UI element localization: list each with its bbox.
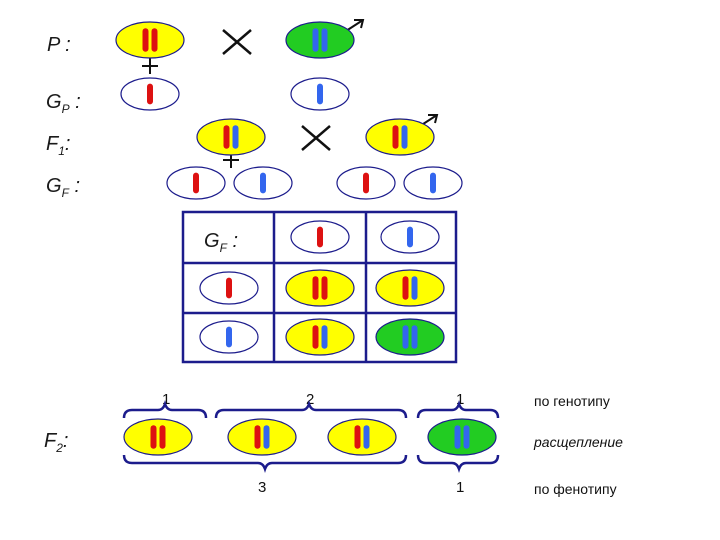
red-chromosome <box>317 226 323 248</box>
cross-x-icon <box>222 29 252 55</box>
red-chromosome <box>321 276 328 300</box>
gamete-f1-male-1 <box>336 166 396 200</box>
gamete-f1-male-2 <box>403 166 463 200</box>
blue-chromosome <box>232 125 239 149</box>
cell-membrane <box>327 418 397 456</box>
phenotype-ratio-2: 1 <box>456 479 465 496</box>
red-chromosome <box>226 277 232 299</box>
f2-cell-rb-2 <box>327 418 397 456</box>
blue-chromosome <box>312 28 319 52</box>
grid-top-gamete-1 <box>290 220 350 254</box>
phenotype-ratio-1: 3 <box>258 479 267 496</box>
cross-x-icon <box>301 125 331 151</box>
blue-chromosome <box>226 326 232 348</box>
cell-membrane <box>123 418 193 456</box>
punnett-grid <box>181 210 458 364</box>
blue-chromosome <box>411 276 418 300</box>
male-symbol-icon <box>345 19 365 32</box>
grid-cell-rb-1 <box>375 269 445 307</box>
cell-membrane <box>285 318 355 356</box>
red-chromosome <box>223 125 230 149</box>
red-chromosome <box>193 172 199 194</box>
blue-chromosome <box>454 425 461 449</box>
blue-chromosome <box>430 172 436 194</box>
red-chromosome <box>392 125 399 149</box>
blue-chromosome <box>263 425 270 449</box>
grid-cell-bb <box>375 318 445 356</box>
parent-female-cell <box>115 21 185 59</box>
cell-membrane <box>285 269 355 307</box>
phenotype-brace-group <box>122 454 500 473</box>
f1-label: F1: <box>46 133 71 158</box>
f2-cell-bb <box>427 418 497 456</box>
female-symbol-icon <box>142 58 158 74</box>
red-chromosome <box>363 172 369 194</box>
blue-chromosome <box>317 83 323 105</box>
gamete-p-female <box>120 77 180 111</box>
grid-cell-rb-2 <box>285 318 355 356</box>
red-chromosome <box>312 325 319 349</box>
blue-chromosome <box>321 325 328 349</box>
grid-top-gamete-2 <box>380 220 440 254</box>
blue-chromosome <box>321 28 328 52</box>
genotype-ratio-1: 1 <box>162 391 171 408</box>
red-chromosome <box>159 425 166 449</box>
split-note: расщепление <box>534 434 623 450</box>
gamete-f1-female-2 <box>233 166 293 200</box>
blue-chromosome <box>363 425 370 449</box>
f1-female-cell <box>196 118 266 156</box>
gf-label: GF : <box>46 175 81 200</box>
red-chromosome <box>147 83 153 105</box>
genotype-ratio-2: 2 <box>306 391 315 408</box>
gp-label: GP : <box>46 91 81 116</box>
blue-chromosome <box>463 425 470 449</box>
cell-membrane <box>365 118 435 156</box>
genotype-brace-group <box>122 400 500 419</box>
red-chromosome <box>151 28 158 52</box>
grid-left-gamete-1 <box>199 271 259 305</box>
cells-layer <box>115 21 497 456</box>
cell-membrane <box>375 269 445 307</box>
p-label: P : <box>47 34 71 56</box>
f1-male-cell <box>365 118 435 156</box>
cell-membrane <box>375 318 445 356</box>
cell-membrane <box>227 418 297 456</box>
red-chromosome <box>254 425 261 449</box>
grid-cell-rr <box>285 269 355 307</box>
cell-membrane <box>115 21 185 59</box>
f2-cell-rr <box>123 418 193 456</box>
f2-cell-rb-1 <box>227 418 297 456</box>
blue-chromosome <box>402 325 409 349</box>
cell-membrane <box>196 118 266 156</box>
grid-gf-label: GF : <box>204 230 239 255</box>
red-chromosome <box>142 28 149 52</box>
genotype-ratio-3: 1 <box>456 391 465 408</box>
gamete-f1-female-1 <box>166 166 226 200</box>
grid-left-gamete-2 <box>199 320 259 354</box>
red-chromosome <box>354 425 361 449</box>
blue-chromosome <box>411 325 418 349</box>
phenotype-note: по фенотипу <box>534 481 617 497</box>
red-chromosome <box>402 276 409 300</box>
f2-label: F2: <box>44 430 69 455</box>
parent-male-cell <box>285 21 355 59</box>
cell-membrane <box>285 21 355 59</box>
cell-membrane <box>427 418 497 456</box>
blue-chromosome <box>407 226 413 248</box>
red-chromosome <box>312 276 319 300</box>
gamete-p-male <box>290 77 350 111</box>
genotype-note: по генотипу <box>534 393 610 409</box>
blue-chromosome <box>260 172 266 194</box>
red-chromosome <box>150 425 157 449</box>
blue-chromosome <box>401 125 408 149</box>
